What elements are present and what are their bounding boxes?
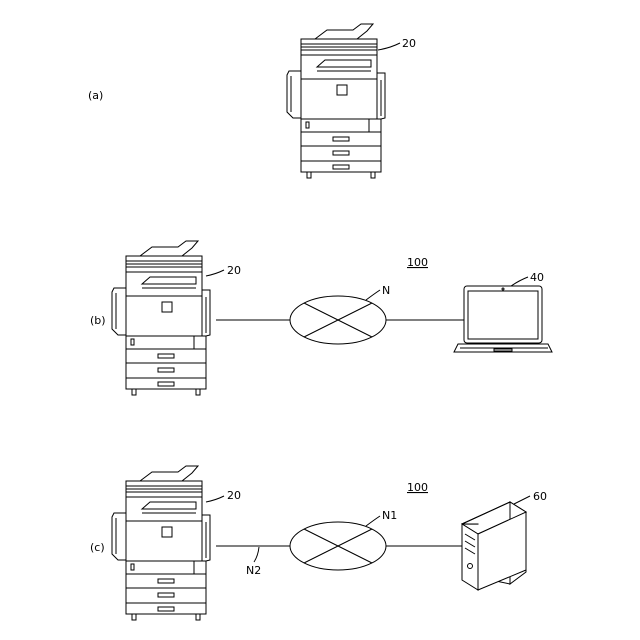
panel-b-network-leader xyxy=(366,290,380,300)
panel-c-server-leader xyxy=(514,496,530,504)
panel-c-server-60 xyxy=(462,502,526,590)
panel-b-laptop-leader xyxy=(511,277,528,286)
panel-c-network-ref: N1 xyxy=(382,509,397,522)
panel-c-label: (c) xyxy=(90,541,105,554)
panel-b-laptop-40 xyxy=(454,286,552,352)
panel-a-printer-leader xyxy=(378,43,400,50)
panel-b: (b) 100 20 N 40 xyxy=(90,241,552,395)
panel-c-line-leader xyxy=(254,547,259,562)
panel-a-printer-20 xyxy=(287,24,385,178)
panel-c-network-leader xyxy=(366,516,380,526)
panel-c-printer-ref: 20 xyxy=(227,489,241,502)
panel-c-server-ref: 60 xyxy=(533,490,547,503)
panel-c: (c) 100 20 N2 N1 60 xyxy=(90,466,547,620)
panel-c-printer-20 xyxy=(112,466,210,620)
panel-b-printer-ref: 20 xyxy=(227,264,241,277)
panel-c-network-n1 xyxy=(290,522,386,570)
panel-b-printer-20 xyxy=(112,241,210,395)
panel-b-label: (b) xyxy=(90,314,106,327)
panel-b-printer-leader xyxy=(206,270,224,276)
panel-b-laptop-ref: 40 xyxy=(530,271,544,284)
panel-c-line-ref: N2 xyxy=(246,564,261,577)
panel-b-network-n xyxy=(290,296,386,344)
panel-c-system-ref: 100 xyxy=(407,481,428,494)
panel-c-printer-leader xyxy=(206,496,224,502)
panel-a: (a) 20 xyxy=(88,24,416,178)
panel-b-system-ref: 100 xyxy=(407,256,428,269)
panel-a-printer-ref: 20 xyxy=(402,37,416,50)
panel-b-network-ref: N xyxy=(382,284,390,297)
panel-a-label: (a) xyxy=(88,89,103,102)
